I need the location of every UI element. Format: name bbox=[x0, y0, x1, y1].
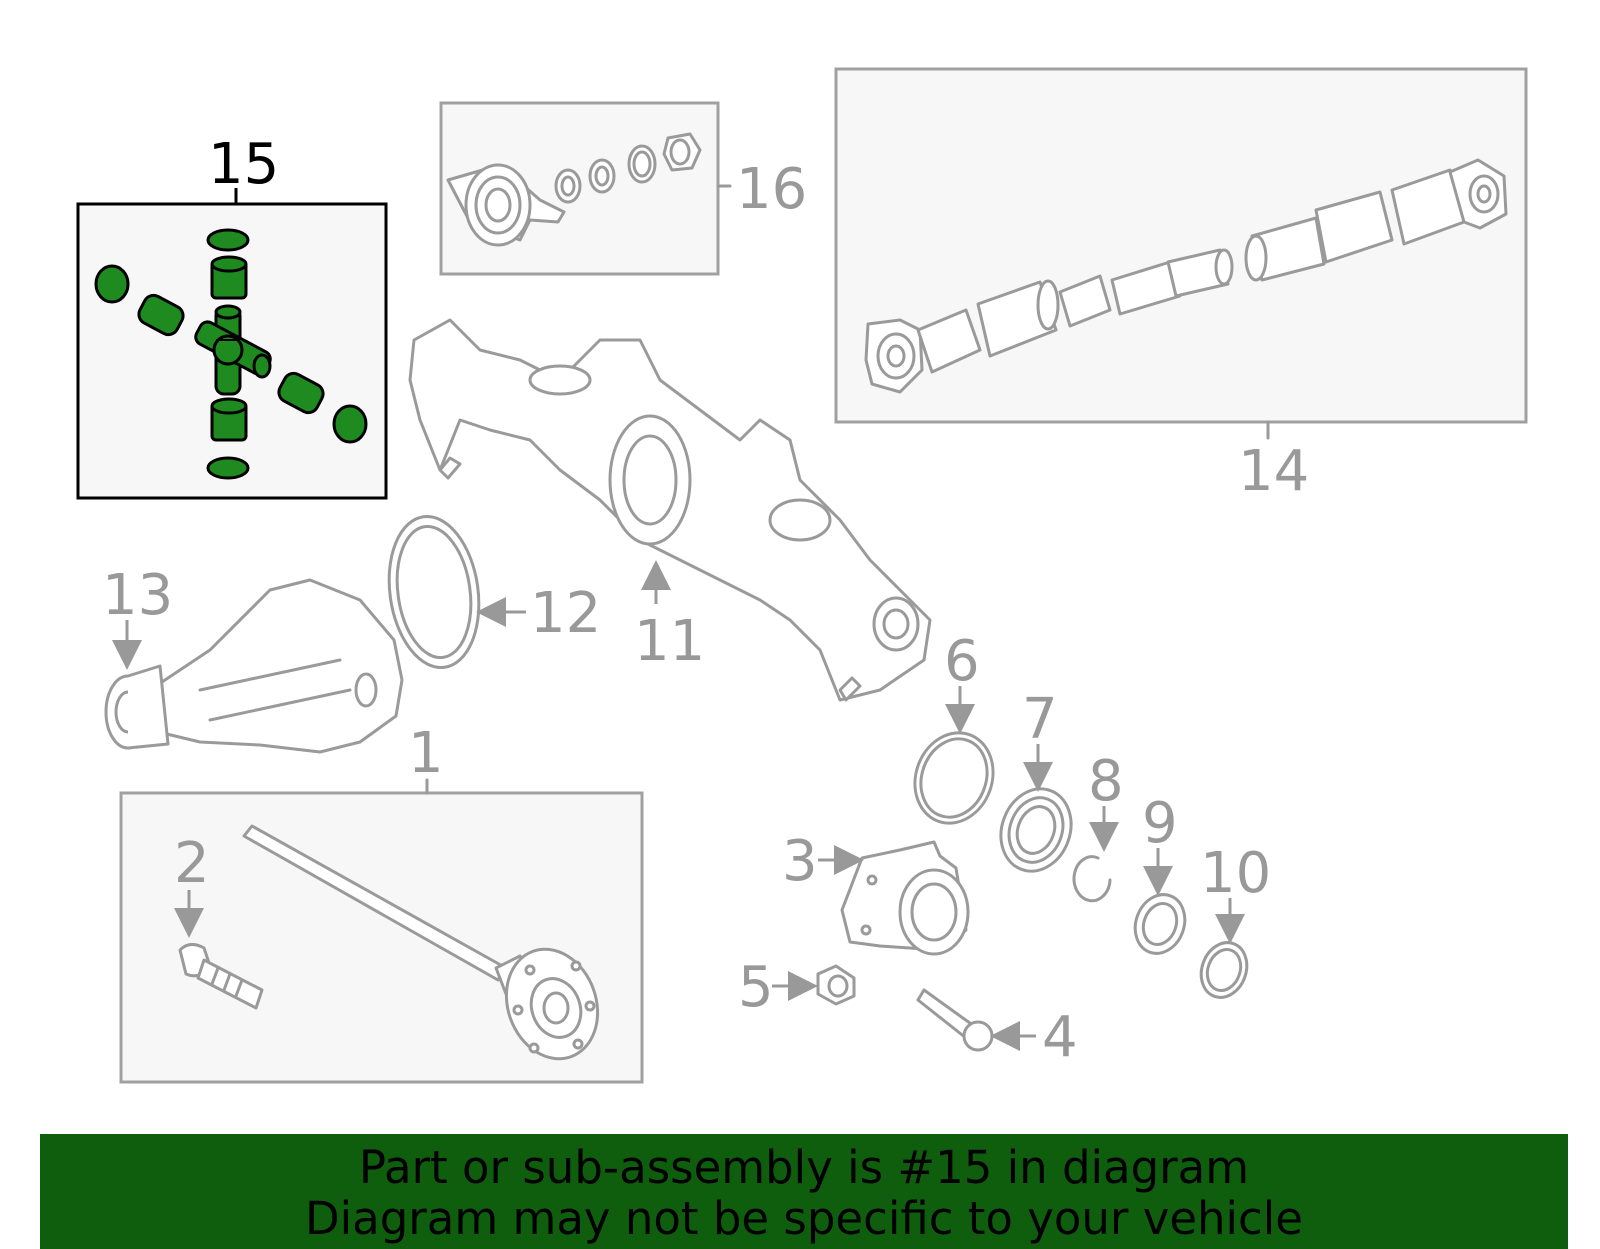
callout-2[interactable]: 2 bbox=[174, 831, 210, 896]
callout-13[interactable]: 13 bbox=[102, 563, 173, 628]
callout-3[interactable]: 3 bbox=[782, 829, 818, 894]
oil-seal-icon bbox=[999, 787, 1073, 873]
part-14-group[interactable] bbox=[834, 67, 1528, 440]
carrier-assembly-icon bbox=[104, 578, 404, 754]
callout-10[interactable]: 10 bbox=[1200, 841, 1271, 906]
o-ring-6-icon bbox=[913, 731, 995, 825]
banner-line-1: Part or sub-assembly is #15 in diagram bbox=[358, 1141, 1250, 1194]
nut-icon bbox=[816, 964, 856, 1006]
axle-hub-icon bbox=[840, 840, 970, 956]
bolt-icon bbox=[916, 988, 994, 1052]
part-16-group[interactable] bbox=[439, 101, 732, 276]
part-1-group[interactable] bbox=[119, 778, 644, 1084]
axle-housing-icon bbox=[408, 318, 932, 702]
callout-4[interactable]: 4 bbox=[1042, 1005, 1078, 1070]
center-bearing-icon bbox=[446, 132, 702, 247]
callout-numbers: 15 16 14 13 12 11 1 2 3 4 5 6 7 8 9 10 bbox=[102, 132, 1309, 1070]
callout-16[interactable]: 16 bbox=[736, 157, 807, 222]
propeller-shaft-icon bbox=[864, 158, 1508, 394]
callout-12[interactable]: 12 bbox=[530, 581, 601, 646]
universal-joint-icon bbox=[94, 228, 368, 480]
callout-11[interactable]: 11 bbox=[634, 609, 705, 674]
snap-ring-icon bbox=[1072, 855, 1112, 903]
hub-bolt-icon bbox=[178, 943, 264, 1010]
callout-15[interactable]: 15 bbox=[208, 132, 279, 197]
banner-line-2: Diagram may not be specific to your vehi… bbox=[305, 1192, 1303, 1245]
callout-14[interactable]: 14 bbox=[1238, 439, 1309, 504]
callout-1[interactable]: 1 bbox=[408, 721, 444, 786]
callout-5[interactable]: 5 bbox=[738, 955, 774, 1020]
part-15-group[interactable] bbox=[76, 188, 388, 500]
callout-7[interactable]: 7 bbox=[1022, 687, 1058, 752]
gasket-icon bbox=[387, 514, 481, 670]
retainer-ring-icon bbox=[1199, 941, 1249, 999]
diagram-notice-banner: Part or sub-assembly is #15 in diagram D… bbox=[40, 1134, 1568, 1249]
part-1-box bbox=[119, 791, 644, 1084]
callout-6[interactable]: 6 bbox=[944, 629, 980, 694]
callout-9[interactable]: 9 bbox=[1142, 791, 1178, 856]
axle-shaft-icon bbox=[242, 824, 600, 1061]
callout-leaders bbox=[112, 560, 1245, 1051]
callout-8[interactable]: 8 bbox=[1088, 749, 1124, 814]
bearing-ring-icon bbox=[1133, 893, 1187, 955]
